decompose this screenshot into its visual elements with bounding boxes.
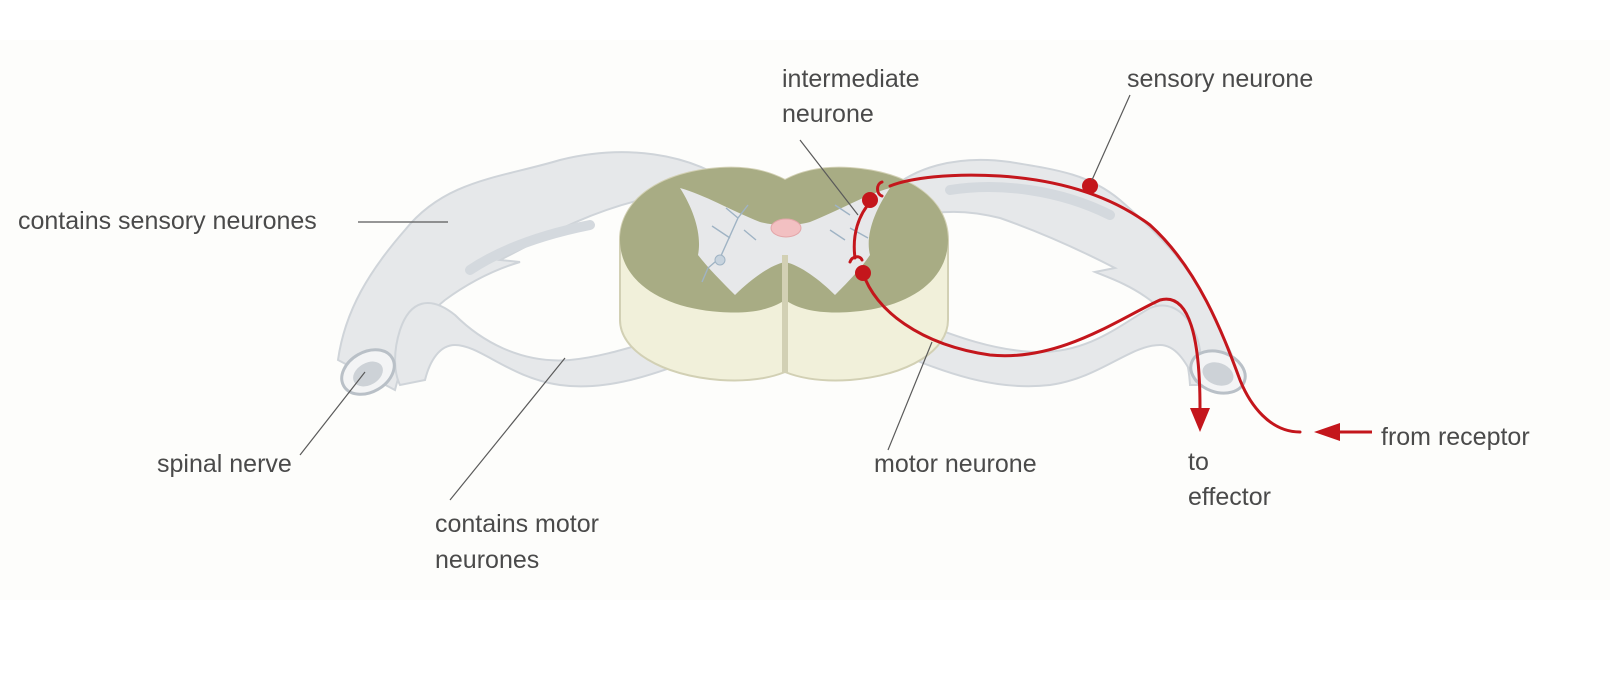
label-to-effector-line-1: to [1188, 448, 1209, 476]
label-from-receptor: from receptor [1381, 423, 1530, 451]
label-contains-motor-line-2: neurones [435, 546, 539, 574]
label-contains-sensory-neurones: contains sensory neurones [18, 207, 317, 235]
left-neuron-branches [701, 204, 757, 283]
right-nerve-cut-inner [1202, 362, 1234, 386]
intermediate-cell-body [862, 192, 878, 208]
label-spinal-nerve: spinal nerve [157, 450, 292, 478]
central-canal [770, 218, 802, 238]
right-nerve-shading [945, 182, 1115, 220]
left-nerve-shading [465, 220, 595, 275]
motor-neurone-path [861, 271, 1202, 410]
label-to-effector-line-2: effector [1188, 483, 1271, 511]
from-receptor-arrowhead [1314, 423, 1340, 441]
sensory-cell-body [1082, 178, 1098, 194]
left-spinal-nerve [336, 151, 741, 396]
leader-intermediate-neurone [799, 139, 859, 216]
label-intermediate-neurone-line-2: neurone [782, 100, 874, 128]
grey-matter-butterfly [680, 188, 890, 295]
sensory-synapse-terminal [876, 180, 884, 198]
spinal-cord [619, 166, 949, 382]
label-sensory-neurone: sensory neurone [1127, 65, 1313, 93]
leader-motor-neurone [887, 341, 933, 451]
sensory-neurone-path [888, 173, 1302, 434]
label-motor-neurone: motor neurone [874, 450, 1037, 478]
intermediate-synapse-terminal [848, 255, 864, 264]
left-nerve-cut-inner [353, 361, 383, 387]
leader-spinal-nerve [299, 371, 366, 456]
label-intermediate-neurone-line-1: intermediate [782, 65, 920, 93]
label-contains-motor-line-1: contains motor [435, 510, 599, 538]
right-neuron-branches [829, 204, 869, 241]
leader-sensory-neurone [1091, 94, 1131, 181]
label-intermediate-neurone: intermediate neurone [782, 65, 927, 128]
motor-cell-body [855, 265, 871, 281]
leader-lines [299, 94, 1131, 501]
leader-contains-motor [449, 357, 566, 501]
left-motor-cell-body [714, 254, 726, 266]
label-contains-motor-neurones: contains motor neurones [435, 510, 606, 574]
label-to-effector: to effector [1188, 448, 1271, 511]
to-effector-arrowhead [1190, 408, 1210, 432]
